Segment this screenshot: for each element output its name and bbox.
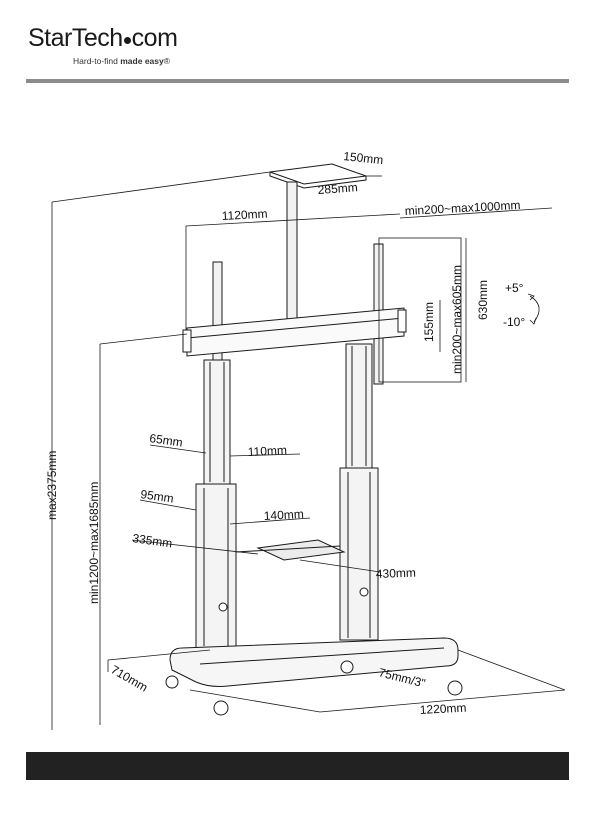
caster-front-left <box>214 701 228 715</box>
top-shelf-width-label: 150mm <box>343 149 384 167</box>
vesa-horizontal-label: min200~max1000mm <box>404 198 520 218</box>
height-range-label: min1200~max1685mm <box>87 482 101 604</box>
total-height-label: max2375mm <box>45 451 59 520</box>
bracket-height-label: 155mm <box>422 302 436 342</box>
right-column-upper <box>346 344 372 468</box>
tilt-down-label: -10° <box>503 315 525 329</box>
left-column-upper <box>204 360 230 484</box>
tilt-up-label: +5° <box>505 281 524 295</box>
shelf-width-label: 430mm <box>376 566 416 581</box>
mount-height-label: 630mm <box>476 280 490 320</box>
footer-bar <box>26 752 569 780</box>
base-width-label: 1220mm <box>419 701 466 717</box>
column-width-lower-label: 95mm <box>140 487 175 506</box>
shelf-depth-label: 335mm <box>132 531 174 550</box>
left-column-lower <box>196 484 236 648</box>
vesa-vertical-label: min200~max605mm <box>450 265 464 374</box>
tv-cart-dimension-diagram: 150mm 285mm 1120mm min200~max1000mm min2… <box>26 130 569 730</box>
column-width-upper-label: 65mm <box>149 431 184 450</box>
right-column-lower <box>340 468 378 640</box>
header-rule <box>26 79 569 83</box>
base-depth-label: 710mm <box>109 662 151 694</box>
top-shelf-depth-label: 285mm <box>317 180 358 197</box>
caster-rear-right <box>341 661 353 673</box>
left-bracket-end <box>183 330 191 352</box>
center-pole <box>287 182 297 322</box>
mount-width-label: 1120mm <box>221 207 267 223</box>
column-depth-upper-label: 110mm <box>247 443 287 459</box>
brand-tagline: Hard-to-find made easy® <box>73 56 170 66</box>
right-bracket-end <box>398 310 406 332</box>
caster-front-right <box>448 681 462 695</box>
caster-rear-left <box>166 676 178 688</box>
column-depth-lower-label: 140mm <box>263 507 304 523</box>
tilt-arc <box>530 296 539 322</box>
